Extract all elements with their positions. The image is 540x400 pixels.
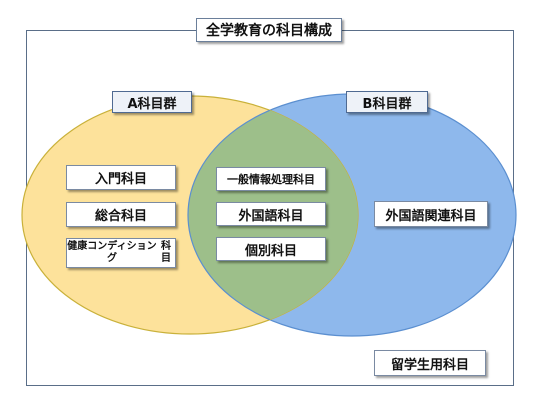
group-b-label: B科目群 [346,91,428,113]
individual-course-box: 個別科目 [216,237,326,261]
foreign-language-related-course-box: 外国語関連科目 [374,201,488,227]
health-condition-course-box: 健康コンディショング 科目 [66,238,176,268]
health-course-line-1: 健康コンディショング [67,241,157,264]
general-course-box: 総合科目 [66,202,176,227]
group-b-circle-outline [187,96,358,334]
diagram-title: 全学教育の科目構成 [196,18,342,42]
health-course-line-2: 科目 [160,241,171,264]
intro-course-box: 入門科目 [66,165,176,190]
international-student-course-box: 留学生用科目 [374,350,486,376]
group-a-label: A科目群 [112,91,192,113]
foreign-language-course-box: 外国語科目 [216,202,326,226]
info-processing-course-box: 一般情報処理科目 [216,167,326,191]
overlap-region [188,96,358,334]
